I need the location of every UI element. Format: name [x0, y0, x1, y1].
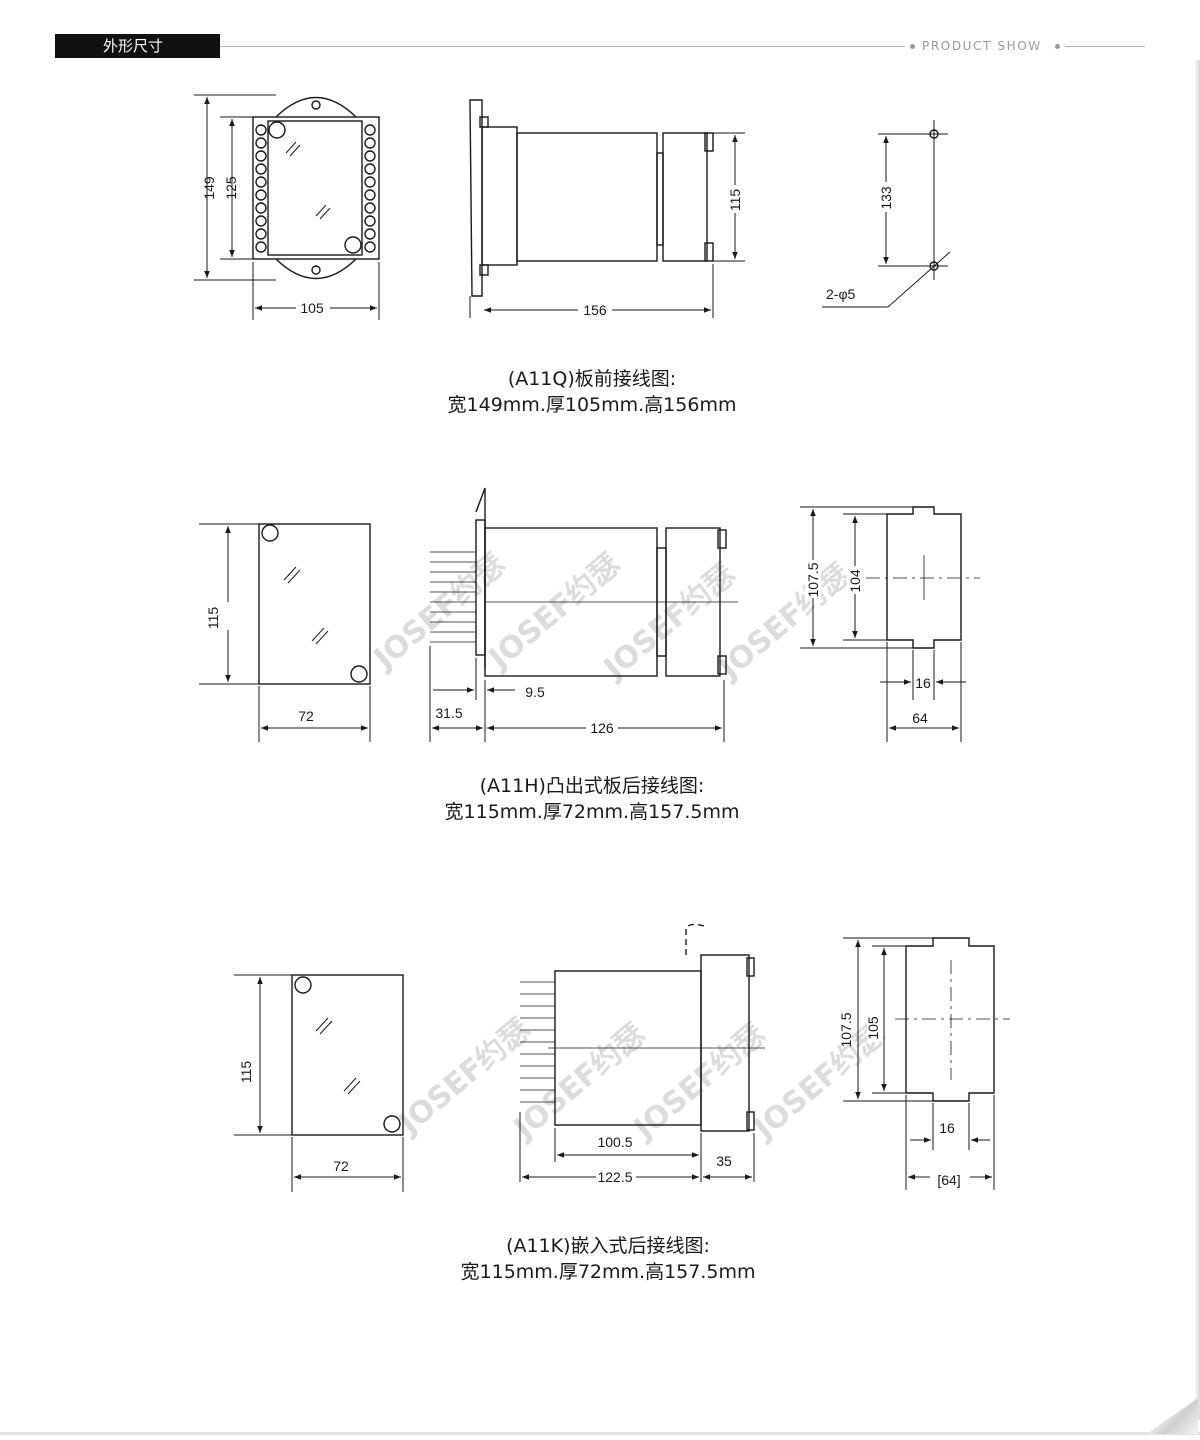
dim-72: 72	[298, 708, 314, 724]
dim-35: 35	[716, 1153, 732, 1169]
a11q-side-view	[469, 99, 745, 318]
dim-115: 115	[727, 189, 743, 212]
caption-title: (A11H)凸出式板后接线图:	[479, 775, 705, 797]
caption-a11h: (A11H)凸出式板后接线图: 宽115mm.厚72mm.高157.5mm	[0, 773, 1184, 825]
caption-title: (A11Q)板前接线图:	[507, 368, 677, 390]
caption-title: (A11K)嵌入式后接线图:	[506, 1235, 710, 1257]
dim-31-5: 31.5	[435, 705, 462, 721]
caption-a11k: (A11K)嵌入式后接线图: 宽115mm.厚72mm.高157.5mm	[16, 1233, 1200, 1285]
page-edge-shadow	[1194, 60, 1200, 1420]
dim-126: 126	[590, 720, 614, 736]
dim-72: 72	[333, 1158, 349, 1174]
dim-9-5: 9.5	[525, 684, 545, 700]
a11k-front-view	[234, 974, 404, 1192]
dim-64: 64	[912, 710, 928, 726]
a11k-panel-cutout	[843, 937, 1010, 1190]
dim-125: 125	[223, 176, 239, 200]
dim-105: 105	[300, 300, 324, 316]
dim-64-bracket: [64]	[937, 1172, 960, 1188]
a11q-front-view	[194, 94, 380, 320]
header-divider	[220, 46, 905, 47]
dim-105: 105	[865, 1016, 881, 1040]
dimension-labels: 149 125 105 156 115 133 2-φ5 115 72 31.5…	[201, 176, 961, 1188]
caption-a11q: (A11Q)板前接线图: 宽149mm.厚105mm.高156mm	[0, 366, 1184, 418]
dim-107-5: 107.5	[838, 1012, 854, 1047]
caption-dimensions: 宽115mm.厚72mm.高157.5mm	[460, 1261, 756, 1283]
a11q-mounting-holes	[822, 120, 951, 308]
header-divider-right	[1065, 46, 1145, 47]
section-title-tab: 外形尺寸	[55, 34, 220, 58]
watermark: JOSEF约瑟	[626, 1017, 772, 1147]
dim-122-5: 122.5	[597, 1169, 632, 1185]
dim-100-5: 100.5	[597, 1134, 632, 1150]
a11h-panel-cutout	[800, 506, 980, 742]
dim-16: 16	[915, 675, 931, 691]
dim-149: 149	[201, 176, 217, 200]
header-dot-left	[910, 44, 915, 49]
page-bottom-border	[0, 1432, 1200, 1435]
section-title: 外形尺寸	[103, 37, 164, 55]
caption-dimensions: 宽115mm.厚72mm.高157.5mm	[444, 801, 740, 823]
dim-115: 115	[205, 607, 221, 630]
dim-115: 115	[238, 1061, 254, 1084]
dim-16: 16	[939, 1120, 955, 1136]
dim-104: 104	[847, 569, 863, 593]
a11h-front-view	[199, 523, 371, 742]
dim-133: 133	[878, 186, 894, 210]
dim-2-phi5: 2-φ5	[826, 286, 856, 302]
dim-107-5: 107.5	[805, 562, 821, 597]
dim-156: 156	[583, 302, 607, 318]
product-show-label: PRODUCT SHOW	[922, 39, 1042, 53]
caption-dimensions: 宽149mm.厚105mm.高156mm	[447, 394, 737, 416]
header-dot-right	[1055, 44, 1060, 49]
